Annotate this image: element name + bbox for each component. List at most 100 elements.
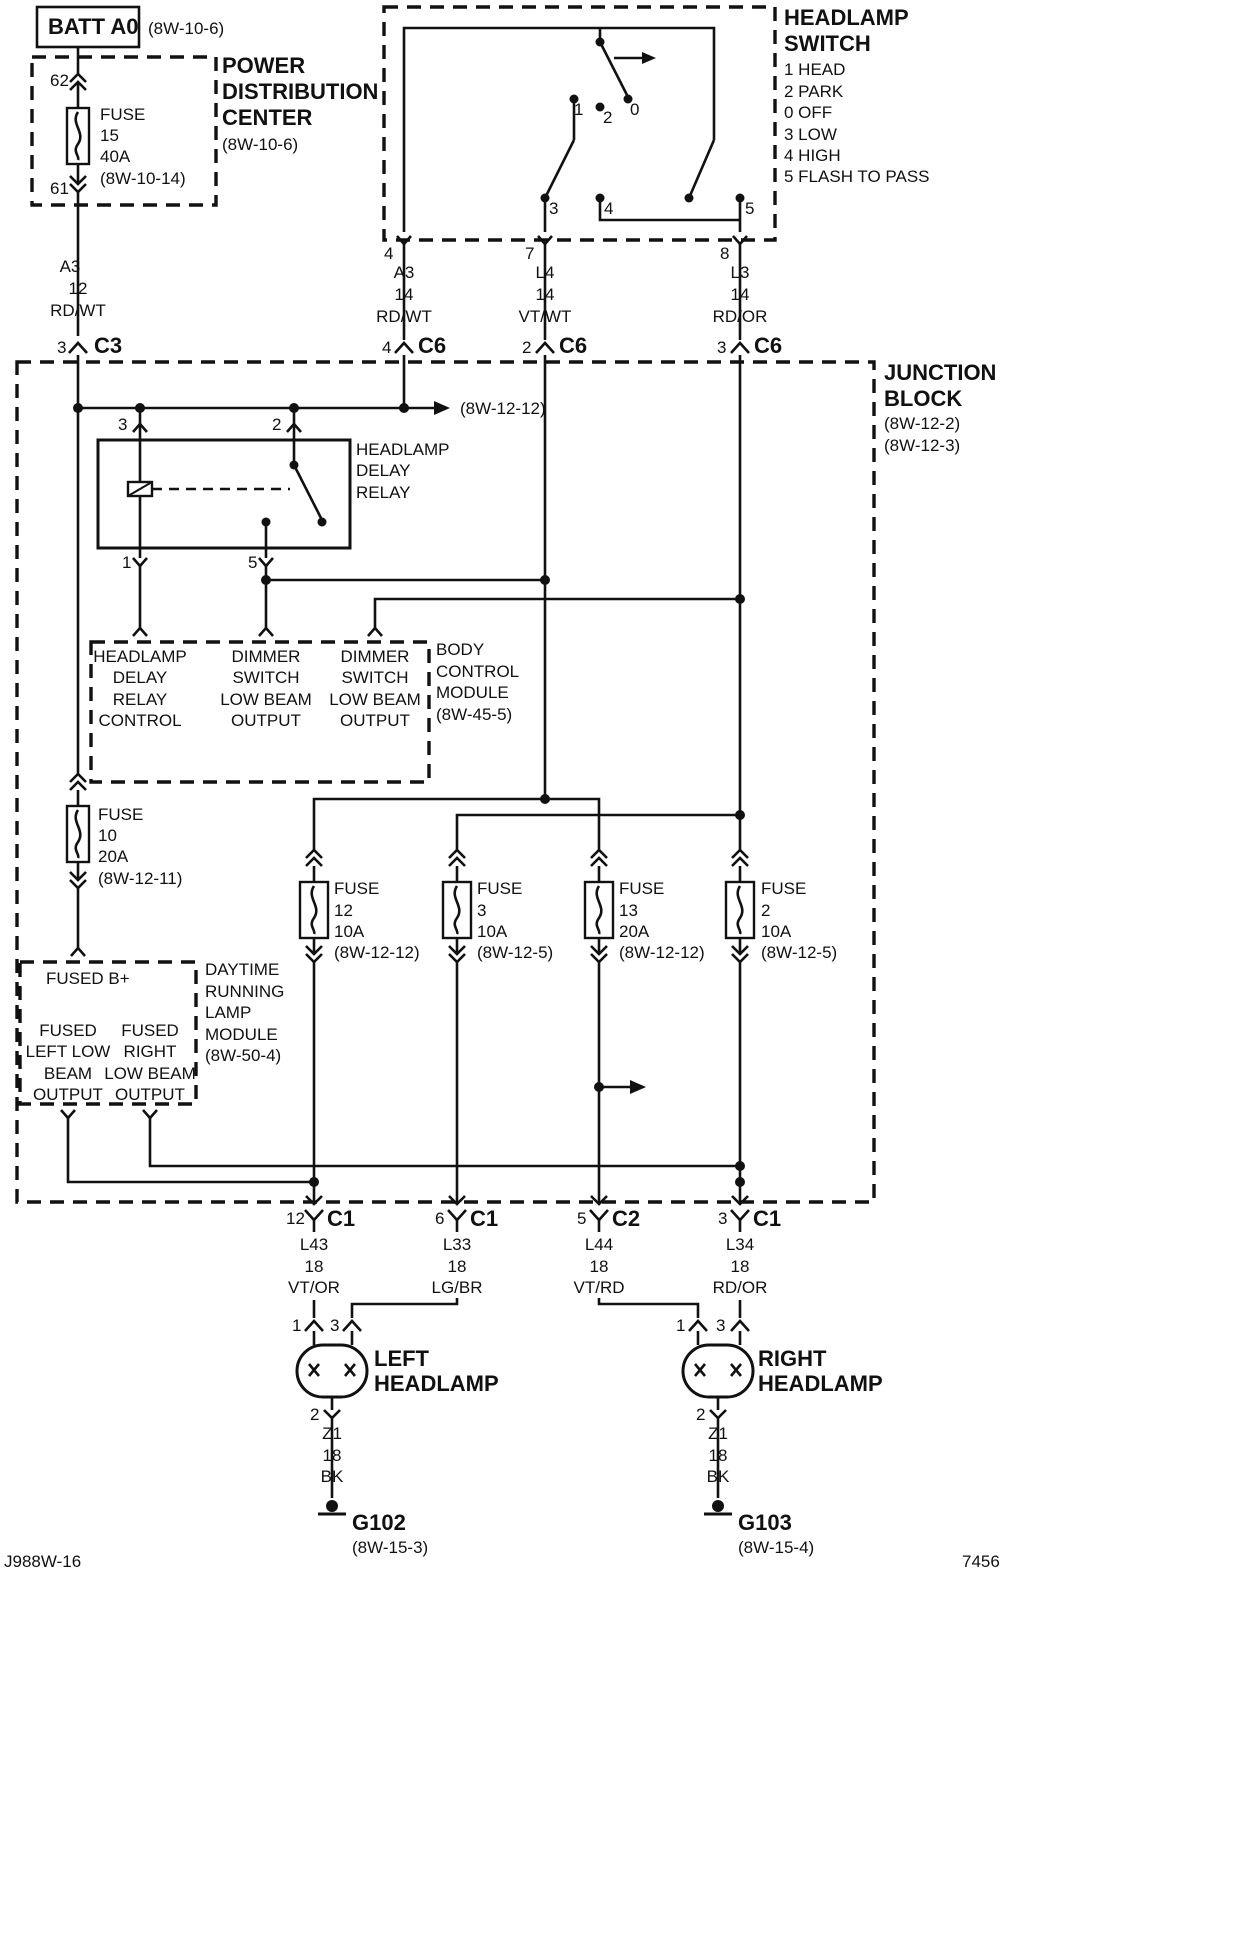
bcm-col2-l4: OUTPUT <box>231 711 301 730</box>
conn-c1-6-name: C1 <box>470 1206 498 1231</box>
left-lamp-pin-2: 2 <box>310 1405 319 1424</box>
bcm-col3-l2: SWITCH <box>341 668 408 687</box>
switch-output-wires: A3 14 RD/WT L4 14 VT/WT L3 14 RD/OR <box>376 244 767 340</box>
wire-l3-label: L3 <box>731 263 750 282</box>
fuse-2-l3: 10A <box>761 922 792 941</box>
c6-a-name: C6 <box>418 333 446 358</box>
fuse-15-l3: 40A <box>100 147 131 166</box>
bottom-connectors: 12 C1 6 C1 5 C2 3 C1 L43 18 VT/OR L33 18… <box>286 1206 781 1318</box>
wire-l44-gauge: 18 <box>590 1257 609 1276</box>
switch-pin-8: 8 <box>720 244 729 263</box>
c6-a-pin: 4 <box>382 338 391 357</box>
ground-g103-ref: (8W-15-4) <box>738 1538 814 1557</box>
fuse-2-l1: FUSE <box>761 879 806 898</box>
pdc-pin-61: 61 <box>50 179 69 198</box>
fuse-3-l2: 3 <box>477 901 486 920</box>
bcm-col2-l3: LOW BEAM <box>220 690 312 709</box>
ground-icon <box>712 1500 724 1512</box>
relay-title-1: HEADLAMP <box>356 440 450 459</box>
wire-l33-label: L33 <box>443 1235 471 1254</box>
contact-3: 3 <box>549 199 558 218</box>
bcm-col1-l2: DELAY <box>113 668 168 687</box>
pdc-title-2: DISTRIBUTION <box>222 79 378 104</box>
drl-left-l1: FUSED <box>39 1021 97 1040</box>
fuse-13-l4: (8W-12-12) <box>619 943 705 962</box>
drl-right-l4: OUTPUT <box>115 1085 185 1104</box>
contact-0: 0 <box>630 100 639 119</box>
connectors-c6: 4 C6 2 C6 3 C6 <box>382 333 782 358</box>
bcm-col1-l3: RELAY <box>113 690 168 709</box>
jb-ref-1: (8W-12-2) <box>884 414 960 433</box>
wire-l34-color: RD/OR <box>713 1278 768 1297</box>
fuse-13-l1: FUSE <box>619 879 664 898</box>
relay-pin-2: 2 <box>272 415 281 434</box>
switch-pos-flash: 5 FLASH TO PASS <box>784 167 930 186</box>
ground-icon <box>326 1500 338 1512</box>
wire-a3-left-l2: 12 <box>69 279 88 298</box>
wire-a3-left-l1: A3 <box>60 257 81 276</box>
wire-l44-color: VT/RD <box>574 1278 625 1297</box>
pdc-title-3: CENTER <box>222 105 313 130</box>
wire-l43-color: VT/OR <box>288 1278 340 1297</box>
batt-ref: (8W-10-6) <box>148 19 224 38</box>
drl-name-2: RUNNING <box>205 982 284 1001</box>
wire-l4-label: L4 <box>536 263 555 282</box>
wire-a3-color: RD/WT <box>376 307 432 326</box>
drl-left-l2: LEFT LOW <box>26 1042 111 1061</box>
right-lamp-pin-2: 2 <box>696 1405 705 1424</box>
ground-wire-right-color: BK <box>707 1467 730 1486</box>
fuse-12-l2: 12 <box>334 901 353 920</box>
conn-c1-3-pin: 3 <box>718 1209 727 1228</box>
wire-a3-left: A3 12 RD/WT <box>50 192 106 336</box>
wire-l34-label: L34 <box>726 1235 754 1254</box>
bus-ref: (8W-12-12) <box>460 399 546 418</box>
contact-4: 4 <box>604 199 613 218</box>
output-wires <box>66 962 749 1206</box>
ground-wire-right-gauge: 18 <box>709 1446 728 1465</box>
battery-feed: BATT A0 (8W-10-6) <box>35 5 224 75</box>
ground-g103-name: G103 <box>738 1510 792 1535</box>
relay-pin-1: 1 <box>122 553 131 572</box>
daytime-running-lamp-module: FUSED B+ FUSED LEFT LOW BEAM OUTPUT FUSE… <box>18 960 284 1120</box>
left-lamp-title-2: HEADLAMP <box>374 1371 499 1396</box>
ground-wire-right-label: Z1 <box>708 1424 728 1443</box>
bcm-col3-l1: DIMMER <box>341 647 410 666</box>
drl-right-l2: RIGHT <box>124 1042 177 1061</box>
fuse-15-l4: (8W-10-14) <box>100 169 186 188</box>
wire-a3-gauge: 14 <box>395 285 414 304</box>
ground-g102: G102 (8W-15-3) <box>318 1500 428 1557</box>
fuse-10: FUSE 10 20A (8W-12-11) <box>65 772 182 957</box>
drl-name-1: DAYTIME <box>205 960 279 979</box>
ground-wire-left-label: Z1 <box>322 1424 342 1443</box>
fuse-3-l1: FUSE <box>477 879 522 898</box>
c6-b-pin: 2 <box>522 338 531 357</box>
contact-5: 5 <box>745 199 754 218</box>
wire-l33-gauge: 18 <box>448 1257 467 1276</box>
wire-l44-label: L44 <box>585 1235 613 1254</box>
contact-1: 1 <box>574 100 583 119</box>
conn-c2-5-pin: 5 <box>577 1209 586 1228</box>
relay-pin-3: 3 <box>118 415 127 434</box>
drl-left-l3: BEAM <box>44 1064 92 1083</box>
switch-pos-high: 4 HIGH <box>784 146 841 165</box>
bcm-col3-l3: LOW BEAM <box>329 690 421 709</box>
drl-right-l3: LOW BEAM <box>104 1064 196 1083</box>
fuse-10-l4: (8W-12-11) <box>98 869 182 888</box>
ground-wire-left-color: BK <box>321 1467 344 1486</box>
bcm-col1-l1: HEADLAMP <box>93 647 187 666</box>
c6-b-name: C6 <box>559 333 587 358</box>
fuse-15-l1: FUSE <box>100 105 145 124</box>
diagram-code: J988W-16 <box>4 1552 81 1571</box>
bcm-name-1: BODY <box>436 640 484 659</box>
right-headlamp: 1 3 RIGHT HEADLAMP 2 Z1 18 BK <box>676 1316 883 1498</box>
jb-title-2: BLOCK <box>884 386 962 411</box>
wire-a3-left-l3: RD/WT <box>50 301 106 320</box>
fuse-3-l3: 10A <box>477 922 508 941</box>
left-lamp-pin-3: 3 <box>330 1316 339 1335</box>
relay-title-3: RELAY <box>356 483 411 502</box>
left-headlamp: 1 3 LEFT HEADLAMP 2 Z1 18 BK <box>292 1316 499 1498</box>
drl-name-5: (8W-50-4) <box>205 1046 281 1065</box>
fuse-13-l3: 20A <box>619 922 650 941</box>
ground-g102-name: G102 <box>352 1510 406 1535</box>
